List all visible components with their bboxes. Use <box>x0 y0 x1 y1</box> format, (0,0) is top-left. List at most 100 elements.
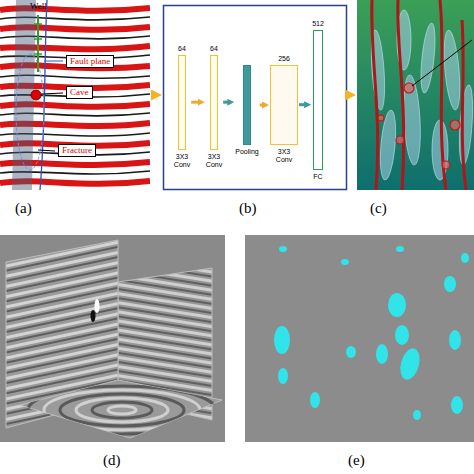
fault-line <box>398 0 404 190</box>
bodies-ground <box>245 235 474 442</box>
panel-caption: (a) <box>15 200 32 217</box>
fracture-body <box>418 23 437 94</box>
fracture-body <box>378 110 398 181</box>
well-tick <box>34 38 42 40</box>
seismic-cube <box>0 235 225 442</box>
cave <box>450 120 460 130</box>
fracture-body <box>442 30 463 111</box>
flow-arrow <box>191 101 200 104</box>
layer-label: Pooling <box>235 148 258 156</box>
layer-label: 3X3 Conv <box>276 148 292 164</box>
cave-bodies-view <box>245 235 474 442</box>
ring <box>44 390 200 430</box>
network-layer: 64 3X3 Conv <box>174 45 190 169</box>
cave-body <box>278 368 288 384</box>
cave <box>396 136 404 144</box>
ring <box>92 402 152 418</box>
cave-body <box>413 410 421 420</box>
bright-spot <box>95 299 100 313</box>
seismic-section <box>0 0 150 190</box>
cave-body <box>274 326 290 354</box>
figure-panel: (d) <box>0 235 225 473</box>
cave-body <box>397 346 423 382</box>
cave-body <box>346 346 356 358</box>
cave-body <box>31 90 41 100</box>
network-layer: 256 3X3 Conv <box>270 55 298 164</box>
leader-line <box>41 93 63 94</box>
caves <box>378 83 460 169</box>
leader-line <box>38 150 55 151</box>
layer-bar <box>243 65 251 145</box>
leader-line <box>44 61 63 62</box>
ring <box>28 386 216 434</box>
cave-body <box>310 392 320 408</box>
callout-label: Fracture <box>62 145 92 156</box>
panel-caption: (c) <box>370 200 387 217</box>
flow-arrow <box>299 103 306 106</box>
layer-bar <box>270 65 298 145</box>
panel-caption: (b) <box>239 200 257 217</box>
cave-body <box>451 396 463 414</box>
fracture-outline <box>16 54 44 170</box>
fault-lines <box>372 0 466 190</box>
interpretation-map <box>357 0 474 190</box>
callout-label: Cave <box>70 87 89 98</box>
figure-panel: (c) <box>357 0 474 220</box>
ring <box>60 394 184 426</box>
ring <box>108 406 136 414</box>
cave-body <box>341 259 349 265</box>
layer-bar <box>313 30 323 170</box>
figure-panel: (b) 64 3X3 Conv 64 3X3 Conv Pooling 256 3X3 Con… <box>163 5 347 220</box>
network-frame <box>164 6 347 190</box>
network-layer: Pooling <box>235 65 258 156</box>
network-layer: 64 3X3 Conv <box>206 45 222 169</box>
layer-bar <box>210 55 218 150</box>
cave-body <box>395 325 409 345</box>
ring <box>76 398 168 422</box>
callout-label: Fault plane <box>70 56 110 67</box>
callout-box: Fault plane <box>66 55 114 68</box>
cube-ground <box>0 235 225 442</box>
cave-body <box>449 330 461 350</box>
flow-arrow <box>223 101 229 104</box>
figure-panel: (a) Fault planeCaveFracture <box>0 0 150 220</box>
channel-count: 512 <box>312 20 324 28</box>
layer-label: 3X3 Conv <box>174 153 190 169</box>
cave <box>442 161 450 169</box>
interpretation-ground <box>357 0 474 190</box>
fracture-bodies <box>369 10 474 180</box>
seismic-ground <box>0 0 150 190</box>
layer-label: 3X3 Conv <box>206 153 222 169</box>
cave-body <box>388 293 406 317</box>
well-tick <box>34 23 42 25</box>
callout-box: Cave <box>66 86 93 99</box>
cave-body <box>279 246 287 252</box>
cave <box>404 83 414 93</box>
panel-caption: (e) <box>348 452 365 469</box>
panel-caption: (d) <box>103 452 121 469</box>
flow-arrow <box>346 93 351 98</box>
cave <box>378 115 384 121</box>
cave-body <box>444 276 456 292</box>
dark-spot <box>91 310 96 322</box>
channel-count: 64 <box>178 45 186 53</box>
layer-bar <box>178 55 186 150</box>
well-label: Well <box>30 2 47 12</box>
cave-body <box>376 344 388 364</box>
figure-panel: (e) <box>245 235 474 473</box>
cave-body <box>461 253 469 263</box>
well-tick <box>34 53 42 55</box>
channel-count: 256 <box>278 55 290 63</box>
flow-arrow <box>260 104 264 107</box>
layer-label: FC <box>313 173 322 181</box>
time-slice <box>20 380 222 438</box>
leader-line <box>412 40 472 86</box>
cave-bodies <box>274 246 469 420</box>
channel-count: 64 <box>210 45 218 53</box>
cave-body <box>396 246 404 252</box>
network-layer: 512FC <box>312 20 324 181</box>
flow-arrow <box>151 93 154 98</box>
